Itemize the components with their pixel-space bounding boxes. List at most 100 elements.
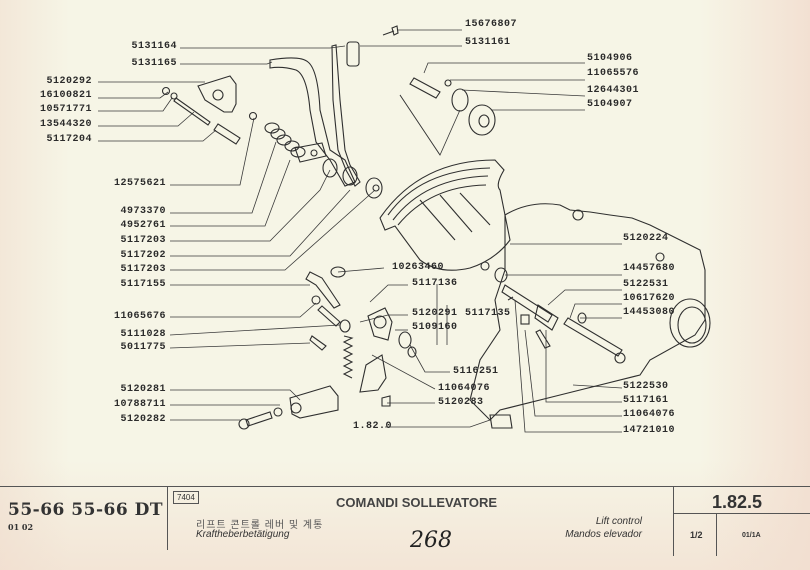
washer xyxy=(407,346,417,358)
handwritten-page-number: 268 xyxy=(410,528,452,553)
part-label[interactable]: 16100821 xyxy=(39,90,92,101)
leader-line xyxy=(399,94,441,156)
part-label[interactable]: 10788711 xyxy=(113,399,166,410)
part-label[interactable]: 10617620 xyxy=(623,293,676,304)
lever-arm xyxy=(269,57,356,187)
part-label[interactable]: 4952761 xyxy=(120,220,166,231)
part-label[interactable]: 11065576 xyxy=(587,68,640,79)
part-label[interactable]: 5011775 xyxy=(120,342,166,353)
exploded-parts-diagram xyxy=(98,25,711,433)
part-label[interactable]: 10263460 xyxy=(392,262,445,273)
bolt-head xyxy=(238,418,250,430)
leader-line xyxy=(461,89,586,97)
footer-divider xyxy=(167,486,168,550)
title-spanish: Mandos elevador xyxy=(565,529,642,540)
section-number: 1.82.5 xyxy=(712,492,763,512)
leader-line xyxy=(98,129,217,142)
part-label[interactable]: 5117204 xyxy=(46,134,92,145)
part-label[interactable]: 5122530 xyxy=(623,381,669,392)
spring-plate xyxy=(294,142,327,163)
part-label[interactable]: 5120281 xyxy=(120,384,166,395)
title-english: Lift control xyxy=(595,516,642,527)
part-label[interactable]: 5131164 xyxy=(131,41,177,52)
part-label[interactable]: 12644301 xyxy=(587,85,640,96)
part-label[interactable]: 14457680 xyxy=(623,263,676,274)
part-label[interactable]: 12575621 xyxy=(113,178,166,189)
leader-line xyxy=(524,329,622,417)
part-label[interactable]: 14721010 xyxy=(623,425,676,436)
part-label[interactable]: 5109160 xyxy=(412,322,458,333)
part-label[interactable]: 13544320 xyxy=(39,119,92,130)
part-label[interactable]: 5117203 xyxy=(120,235,166,246)
clip xyxy=(381,395,391,407)
part-label[interactable]: 5120291 xyxy=(412,308,458,319)
part-label[interactable]: 5117161 xyxy=(623,395,669,406)
leader-line xyxy=(98,111,195,127)
title-korean: 리프트 콘트롤 레버 및 계통 xyxy=(196,520,324,531)
nut xyxy=(161,86,171,96)
housing-bore xyxy=(669,298,711,348)
knurled-knob xyxy=(468,104,496,136)
leader-line xyxy=(547,289,622,306)
part-label[interactable]: 5120292 xyxy=(46,76,92,87)
o-ring xyxy=(577,312,587,324)
part-label[interactable]: 5131165 xyxy=(131,58,177,69)
part-label[interactable]: 5117203 xyxy=(120,264,166,275)
footer-divider xyxy=(673,513,810,514)
part-label[interactable]: 5104906 xyxy=(587,53,633,64)
footer-top-rule xyxy=(0,486,810,487)
washer xyxy=(451,88,469,112)
spring xyxy=(264,122,280,134)
part-label[interactable]: 11064076 xyxy=(438,383,491,394)
part-label[interactable]: 5120283 xyxy=(438,397,484,408)
leader-line xyxy=(180,61,273,65)
part-label[interactable]: 5116251 xyxy=(453,366,499,377)
bushing xyxy=(339,319,351,333)
part-label[interactable]: 5122531 xyxy=(623,279,669,290)
bolt xyxy=(245,411,273,427)
leader-line xyxy=(423,62,585,74)
part-label[interactable]: 5117155 xyxy=(120,279,166,290)
leader-line xyxy=(170,302,317,318)
bolt xyxy=(309,335,327,351)
leader-line xyxy=(170,389,301,401)
leader-line xyxy=(170,189,376,271)
washer xyxy=(444,79,452,87)
footer-divider xyxy=(716,513,717,556)
part-label[interactable]: 5117135 xyxy=(465,308,511,319)
part-label[interactable]: 11064076 xyxy=(623,409,676,420)
sheet-number: 1/2 xyxy=(690,530,703,540)
part-label[interactable]: 5120282 xyxy=(120,414,166,425)
nut xyxy=(248,111,258,121)
fork-yoke xyxy=(289,385,339,419)
nut xyxy=(273,407,283,417)
part-label[interactable]: 5120224 xyxy=(623,233,669,244)
part-label[interactable]: 10571771 xyxy=(39,104,92,115)
leader-line xyxy=(170,141,277,214)
leader-line xyxy=(572,384,623,389)
part-label[interactable]: 1.82.0 xyxy=(353,421,393,432)
control-rod xyxy=(563,317,623,357)
footer-divider xyxy=(673,486,674,556)
washer xyxy=(365,177,383,199)
part-label[interactable]: 5117202 xyxy=(120,250,166,261)
washer xyxy=(322,158,338,178)
bolt xyxy=(305,271,341,309)
o-ring xyxy=(494,267,508,283)
part-label[interactable]: 5117136 xyxy=(412,278,458,289)
part-label[interactable]: 5111028 xyxy=(120,329,166,340)
nut xyxy=(311,295,321,305)
lift-shaft xyxy=(501,284,553,323)
reference-box xyxy=(489,414,513,429)
quadrant-sector xyxy=(379,159,511,271)
part-label[interactable]: 15676807 xyxy=(465,19,518,30)
revision-code: 01/1A xyxy=(742,532,761,539)
screw xyxy=(382,25,399,36)
part-label[interactable]: 4973370 xyxy=(120,206,166,217)
leader-line xyxy=(369,284,408,303)
leader-line xyxy=(169,342,311,349)
part-label[interactable]: 11065676 xyxy=(113,311,166,322)
part-label[interactable]: 5131161 xyxy=(465,37,511,48)
part-label[interactable]: 5104907 xyxy=(587,99,633,110)
part-label[interactable]: 14453080 xyxy=(623,307,676,318)
